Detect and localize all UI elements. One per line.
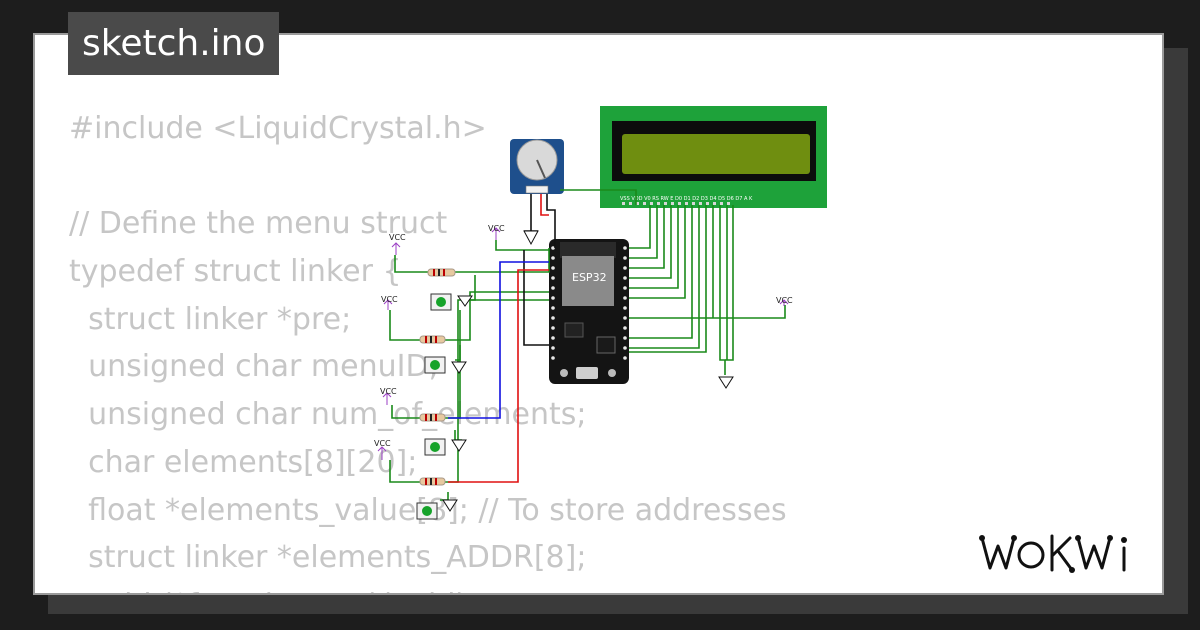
push-buttons[interactable] xyxy=(416,293,452,520)
code-line-10: struct linker *elements_ADDR[8]; xyxy=(69,540,587,576)
ground-symbols xyxy=(442,295,734,512)
vcc-label-5: VCC xyxy=(380,387,397,396)
vcc-label-6: VCC xyxy=(374,439,391,448)
lcd-pin-labels: VSS VDD V0 RS RW E D0 D1 D2 D3 D4 D5 D6 … xyxy=(620,196,753,202)
vcc-markers xyxy=(377,227,789,460)
vcc-label-4: VCC xyxy=(776,296,793,305)
resistors[interactable] xyxy=(419,268,456,486)
code-line-7: unsigned char num_of_elements; xyxy=(69,397,587,433)
code-line-8: char elements[8][20]; xyxy=(69,444,418,480)
code-line-3: // Define the menu struct xyxy=(69,206,448,242)
wokwi-logo xyxy=(979,534,1127,573)
esp32-label: ESP32 xyxy=(572,271,607,284)
code-line-11: void (*function_ptr)(void); xyxy=(69,582,787,593)
code-line-5: struct linker *pre; xyxy=(69,301,352,337)
vcc-labels: VCC VCC VCC VCC VCC VCC xyxy=(374,224,793,448)
vcc-label-3: VCC xyxy=(381,295,398,304)
vcc-label-2: VCC xyxy=(488,224,505,233)
esp32-board[interactable]: ESP32 xyxy=(549,239,629,384)
sketch-title: sketch.ino xyxy=(68,12,280,75)
lcd-display[interactable]: VSS VDD V0 RS RW E D0 D1 D2 D3 D4 D5 D6 … xyxy=(600,106,827,208)
vcc-label-1: VCC xyxy=(389,233,406,242)
code-line-4: typedef struct linker { xyxy=(69,254,402,290)
code-line-9: float *elements_value[8]; // To store ad… xyxy=(88,492,787,528)
wires xyxy=(389,189,786,501)
code-editor: #include <LiquidCrystal.h> // Define the … xyxy=(69,105,787,593)
code-line-6: unsigned char menuID; xyxy=(69,349,439,385)
potentiometer[interactable] xyxy=(510,139,564,194)
code-line-1: #include <LiquidCrystal.h> xyxy=(69,111,487,146)
